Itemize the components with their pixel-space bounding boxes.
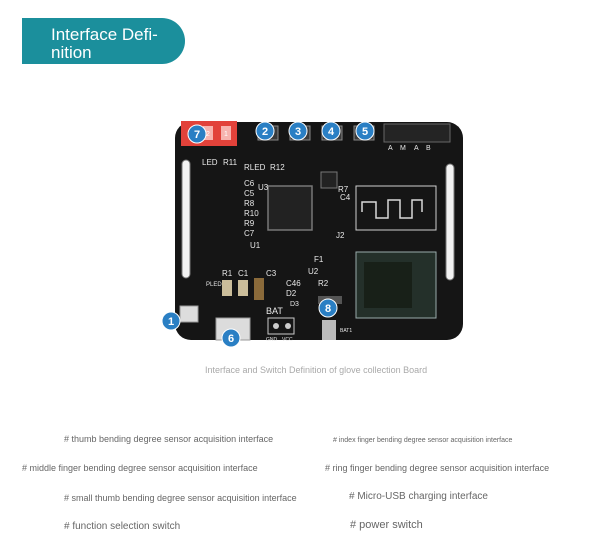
- silk-u3: U3: [258, 183, 269, 192]
- silk-d3: D3: [290, 301, 299, 308]
- silk-u2: U2: [308, 267, 319, 276]
- badge-2-label: 2: [262, 126, 268, 138]
- silk-bat: BAT: [266, 306, 283, 316]
- silk-b: B: [426, 145, 431, 152]
- silk-bat1: BAT1: [340, 328, 352, 334]
- legend-item-8: # power switch: [350, 519, 423, 531]
- silk-c46: C46: [286, 279, 301, 288]
- section-title-line-2: nition: [51, 43, 92, 62]
- silk-r1: R1: [222, 269, 233, 278]
- legend-item-2: # index finger bending degree sensor acq…: [333, 437, 513, 444]
- silk-a2: A: [414, 145, 419, 152]
- mcu-chip: [267, 185, 313, 231]
- silk-c1: C1: [238, 269, 249, 278]
- badge-5: [355, 121, 375, 141]
- silk-r2: R2: [318, 279, 329, 288]
- legend-item-1: # thumb bending degree sensor acquisitio…: [64, 434, 274, 444]
- silk-m: M: [400, 145, 406, 152]
- right-slot: [445, 163, 455, 281]
- figure-caption: Interface and Switch Definition of glove…: [205, 365, 428, 375]
- battery-terminal: [267, 317, 295, 335]
- silk-f1: F1: [314, 255, 324, 264]
- badge-8-label: 8: [325, 303, 331, 315]
- badge-5-label: 5: [362, 126, 368, 138]
- badge-8: [318, 298, 338, 318]
- silk-pled: PLED: [206, 282, 222, 288]
- silk-c5: C5: [244, 189, 255, 198]
- badge-6-label: 6: [228, 333, 234, 345]
- legend-item-4: # ring finger bending degree sensor acqu…: [325, 463, 550, 473]
- silk-u1: U1: [250, 241, 261, 250]
- silk-c3: C3: [266, 269, 277, 278]
- silk-r9: R9: [244, 219, 255, 228]
- connector-6: [383, 123, 451, 143]
- silk-d2: D2: [286, 289, 297, 298]
- dip-label-2: 2: [206, 131, 210, 138]
- dip-label-1: 1: [224, 131, 228, 138]
- silk-r10: R10: [244, 209, 259, 218]
- section-title: Interface Defi- nition: [51, 26, 171, 62]
- silk-r8: R8: [244, 199, 255, 208]
- badge-4: [321, 121, 341, 141]
- badge-6: [221, 328, 241, 348]
- left-slot: [181, 159, 191, 279]
- silk-c7: C7: [244, 229, 255, 238]
- silk-a: A: [388, 145, 393, 152]
- connector-1: [179, 305, 199, 323]
- antenna-area: [355, 185, 437, 231]
- chip-u3: [320, 171, 338, 189]
- badge-7: [187, 124, 207, 144]
- legend-item-6: # Micro-USB charging interface: [349, 491, 488, 502]
- silk-r12: R12: [270, 163, 285, 172]
- badge-3: [288, 121, 308, 141]
- silk-r11: R11: [223, 158, 238, 167]
- section-title-line-1: Interface Defi-: [51, 25, 158, 44]
- silk-j2: J2: [336, 231, 345, 240]
- silk-r7: R7: [338, 185, 349, 194]
- badge-3-label: 3: [295, 126, 301, 138]
- silk-c4: C4: [340, 193, 351, 202]
- legend-item-5: # small thumb bending degree sensor acqu…: [64, 493, 297, 503]
- badge-1: [161, 311, 181, 331]
- silk-vcc: VCC: [282, 337, 293, 343]
- badge-7-label: 7: [194, 129, 200, 141]
- legend-item-7: # function selection switch: [64, 521, 181, 532]
- badge-1-label: 1: [168, 316, 174, 328]
- silk-led: LED: [202, 158, 218, 167]
- silk-gnd: GND: [266, 337, 278, 343]
- badge-4-label: 4: [328, 126, 335, 138]
- antenna-trace: [361, 199, 423, 219]
- silk-rled: RLED: [244, 163, 266, 172]
- section-title-banner: Interface Defi- nition: [22, 18, 185, 64]
- legend-item-3: # middle finger bending degree sensor ac…: [22, 463, 258, 473]
- silk-c6: C6: [244, 179, 255, 188]
- badge-2: [255, 121, 275, 141]
